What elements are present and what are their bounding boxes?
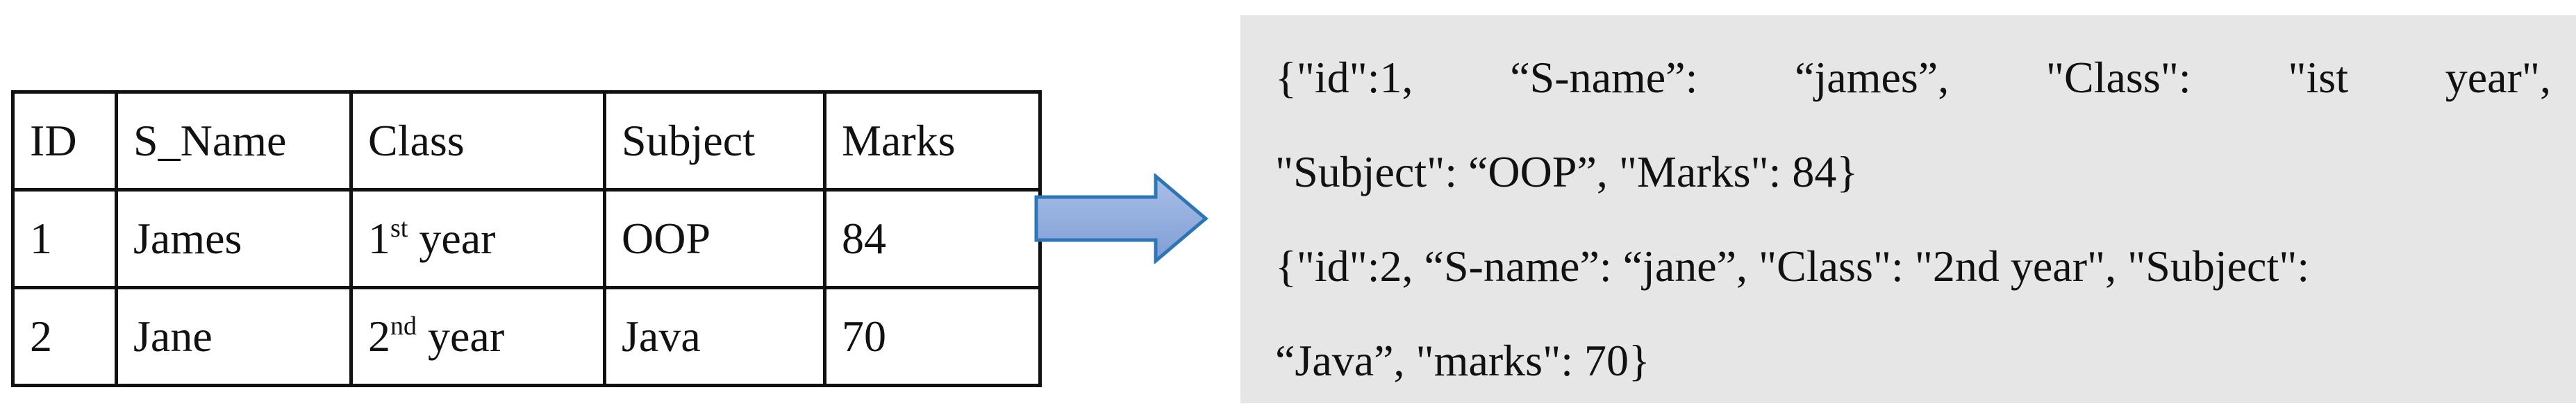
class-word: year — [408, 214, 496, 263]
json-token: {"id":1, — [1275, 53, 1413, 102]
header-cell-name: S_Name — [115, 90, 353, 192]
json-line-3: {"id":2, “S-name”: “jane”, "Class": "2nd… — [1275, 241, 2310, 291]
json-line-2: "Subject": “OOP”, "Marks": 84} — [1275, 147, 1859, 196]
json-token: "Class": — [2045, 53, 2191, 102]
cell-subject: OOP — [603, 188, 826, 289]
class-ordinal-suffix: nd — [390, 312, 417, 341]
json-line-1: {"id":1, “S-name”: “james”, "Class": "ist yea… — [1275, 31, 2551, 125]
cell-name: Jane — [115, 286, 353, 387]
header-cell-class: Class — [349, 90, 606, 192]
header-cell-marks: Marks — [823, 90, 1042, 192]
class-word: year — [417, 312, 505, 361]
json-output-panel: {"id":1, “S-name”: “james”, "Class": "ist yea… — [1240, 15, 2576, 403]
class-number: 2 — [368, 312, 390, 361]
json-token: “james”, — [1795, 53, 1950, 102]
table-header-row: ID S_Name Class Subject Marks — [11, 90, 1042, 192]
cell-subject: Java — [603, 286, 826, 387]
cell-marks: 84 — [823, 188, 1042, 289]
header-cell-id: ID — [11, 90, 118, 192]
class-number: 1 — [368, 214, 390, 263]
cell-id: 2 — [11, 286, 118, 387]
json-token: "ist — [2288, 53, 2348, 102]
cell-marks: 70 — [823, 286, 1042, 387]
table-row: 2 Jane 2nd year Java 70 — [11, 286, 1042, 387]
cell-class: 2nd year — [349, 286, 606, 387]
student-table: ID S_Name Class Subject Marks 1 James 1s… — [11, 90, 1042, 387]
class-ordinal-suffix: st — [390, 214, 408, 243]
right-arrow-icon — [1034, 173, 1208, 264]
arrow-shape — [1034, 173, 1208, 264]
table-row: 1 James 1st year OOP 84 — [11, 188, 1042, 289]
cell-class: 1st year — [349, 188, 606, 289]
cell-name: James — [115, 188, 353, 289]
json-line-4: “Java”, "marks": 70} — [1275, 336, 1650, 385]
cell-id: 1 — [11, 188, 118, 289]
json-token: year", — [2445, 53, 2551, 102]
header-cell-subject: Subject — [603, 90, 826, 192]
json-token: “S-name”: — [1510, 53, 1698, 102]
